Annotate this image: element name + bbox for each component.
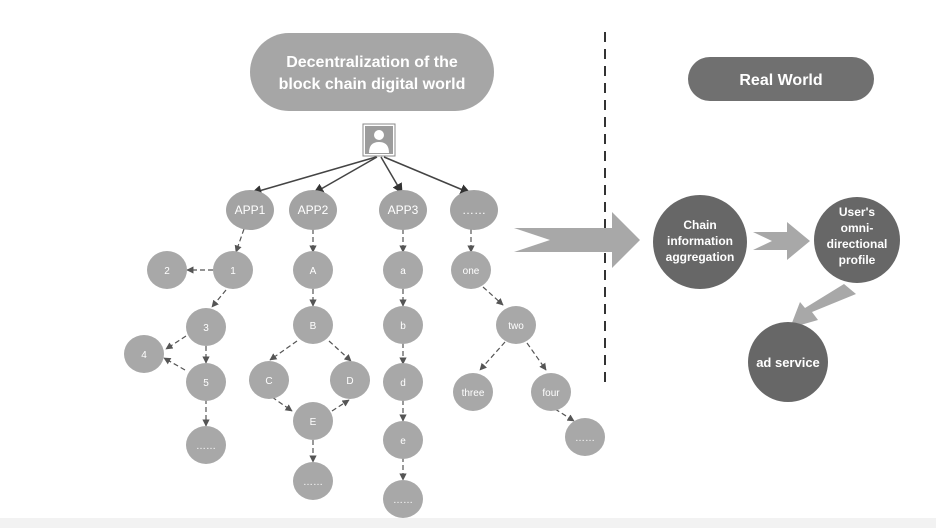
svg-text:block chain digital world: block chain digital world — [279, 76, 466, 93]
node-4: 4 — [124, 335, 164, 373]
tree-connectors — [163, 228, 575, 481]
chain-information-aggregation-node: Chain information aggregation — [653, 195, 747, 289]
svg-text:one: one — [463, 266, 480, 277]
left-title: Decentralization of the block chain digi… — [250, 33, 494, 111]
svg-text:directional: directional — [827, 237, 888, 251]
big-arrow-right — [514, 212, 640, 268]
svg-text:Chain: Chain — [683, 218, 716, 232]
node-a: a — [383, 251, 423, 289]
node-app2-more: …… — [293, 462, 333, 500]
ad-service-node: ad service — [748, 322, 828, 402]
user-profile-node: User's omni- directional profile — [814, 197, 900, 283]
svg-text:B: B — [310, 321, 317, 332]
svg-text:d: d — [400, 378, 406, 389]
arrow-profile-to-ad — [790, 284, 856, 328]
node-app3-more: …… — [383, 480, 423, 518]
svg-text:A: A — [310, 266, 317, 277]
node-2: 2 — [147, 251, 187, 289]
node-d: d — [383, 363, 423, 401]
svg-text:4: 4 — [141, 350, 147, 361]
node-E: E — [293, 402, 333, 440]
node-B: B — [293, 306, 333, 344]
svg-text:Decentralization of the: Decentralization of the — [286, 54, 458, 71]
node-D: D — [330, 361, 370, 399]
svg-text:D: D — [346, 376, 353, 387]
node-C: C — [249, 361, 289, 399]
bottom-strip — [0, 518, 936, 528]
svg-text:……: …… — [462, 203, 486, 217]
svg-text:information: information — [667, 234, 733, 248]
svg-text:profile: profile — [839, 253, 876, 267]
user-to-app-arrows — [250, 156, 471, 196]
svg-text:ad service: ad service — [756, 355, 820, 370]
svg-text:a: a — [400, 266, 406, 277]
svg-text:e: e — [400, 436, 406, 447]
svg-text:APP2: APP2 — [298, 203, 329, 217]
node-1: 1 — [213, 251, 253, 289]
svg-text:2: 2 — [164, 266, 170, 277]
svg-text:5: 5 — [203, 378, 209, 389]
svg-text:APP1: APP1 — [235, 203, 266, 217]
svg-text:omni-: omni- — [841, 221, 874, 235]
svg-text:APP3: APP3 — [388, 203, 419, 217]
node-A: A — [293, 251, 333, 289]
node-3: 3 — [186, 308, 226, 346]
node-app1-more: …… — [186, 426, 226, 464]
svg-text:b: b — [400, 321, 406, 332]
svg-text:1: 1 — [230, 266, 236, 277]
svg-text:three: three — [462, 388, 485, 399]
node-two: two — [496, 306, 536, 344]
svg-text:Real World: Real World — [739, 72, 822, 89]
node-5: 5 — [186, 363, 226, 401]
svg-text:User's: User's — [839, 205, 876, 219]
app-node-3: APP3 — [379, 190, 427, 230]
app-node-2: APP2 — [289, 190, 337, 230]
node-one: one — [451, 251, 491, 289]
svg-text:E: E — [310, 417, 317, 428]
app-node-4: …… — [450, 190, 498, 230]
app-node-1: APP1 — [226, 190, 274, 230]
arrow-aggregation-to-profile — [753, 222, 810, 260]
svg-text:……: …… — [575, 433, 595, 444]
node-three: three — [453, 373, 493, 411]
svg-text:……: …… — [303, 477, 323, 488]
node-app4-more: …… — [565, 418, 605, 456]
user-avatar-icon — [362, 123, 396, 157]
node-four: four — [531, 373, 571, 411]
svg-text:two: two — [508, 321, 524, 332]
node-b: b — [383, 306, 423, 344]
right-title: Real World — [688, 57, 874, 101]
svg-text:……: …… — [196, 441, 216, 452]
svg-text:C: C — [265, 376, 272, 387]
node-e: e — [383, 421, 423, 459]
svg-text:four: four — [542, 388, 560, 399]
svg-text:……: …… — [393, 495, 413, 506]
svg-text:aggregation: aggregation — [666, 250, 735, 264]
svg-text:3: 3 — [203, 323, 209, 334]
